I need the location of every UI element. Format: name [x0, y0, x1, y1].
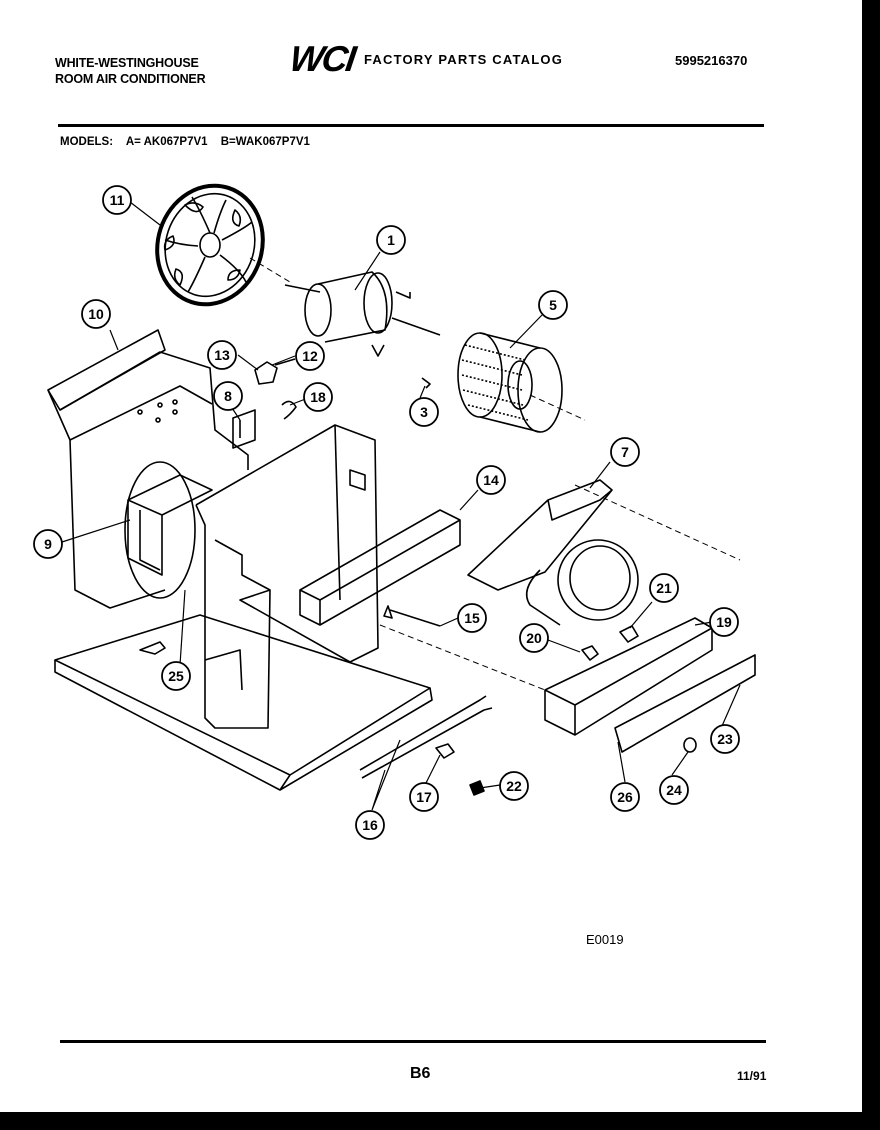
callout-8	[213, 381, 243, 411]
callout-label-20: 20	[526, 630, 542, 646]
callout-18	[303, 382, 333, 412]
callout-9	[33, 529, 63, 559]
callout-13	[207, 340, 237, 370]
callout-label-19: 19	[716, 614, 732, 630]
cabinet-shroud	[47, 329, 249, 609]
brand-block: WHITE-WESTINGHOUSE ROOM AIR CONDITIONER	[55, 55, 206, 87]
callout-label-7: 7	[621, 444, 629, 460]
callout-label-12: 12	[302, 348, 318, 364]
callout-label-25: 25	[168, 668, 184, 684]
center-bulkhead	[195, 424, 379, 729]
callout-22	[499, 771, 529, 801]
catalog-title: FACTORY PARTS CATALOG	[363, 51, 564, 67]
callout-10	[81, 299, 111, 329]
callout-label-8: 8	[224, 388, 232, 404]
models-line: MODELS: A= AK067P7V1 B=WAK067P7V1	[60, 136, 320, 148]
fan-motor	[284, 271, 441, 357]
callout-label-17: 17	[416, 789, 432, 805]
callout-label-18: 18	[310, 389, 326, 405]
print-date: 11/91	[737, 1069, 767, 1083]
callout-5	[538, 290, 568, 320]
page-border-bottom	[0, 1112, 880, 1130]
callout-23	[710, 724, 740, 754]
callout-16	[355, 810, 385, 840]
callout-label-13: 13	[214, 347, 230, 363]
callout-label-16: 16	[362, 817, 378, 833]
callout-label-14: 14	[483, 472, 499, 488]
brand-line-2: ROOM AIR CONDITIONER	[55, 72, 206, 86]
callout-label-24: 24	[666, 782, 682, 798]
fan-blade-wheel	[155, 183, 265, 307]
footer-rule	[60, 1040, 766, 1043]
callout-14	[476, 465, 506, 495]
base-pan	[54, 614, 433, 791]
page-number: B6	[410, 1065, 431, 1082]
callout-7	[610, 437, 640, 467]
callout-label-26: 26	[617, 789, 633, 805]
callout-label-15: 15	[464, 610, 480, 626]
callout-label-5: 5	[549, 297, 557, 313]
page-border-right	[862, 0, 880, 1130]
callout-label-11: 11	[110, 192, 125, 208]
callout-26	[610, 782, 640, 812]
callout-label-22: 22	[506, 778, 522, 794]
brand-line-1: WHITE-WESTINGHOUSE	[55, 56, 199, 70]
blower-wheel	[457, 332, 563, 433]
model-a: A= AK067P7V1	[125, 136, 208, 148]
callout-24	[659, 775, 689, 805]
callout-label-10: 10	[88, 306, 104, 322]
callout-19	[709, 607, 739, 637]
callout-25	[161, 661, 191, 691]
callout-11	[102, 185, 132, 215]
models-label: MODELS:	[60, 136, 114, 148]
callout-label-23: 23	[717, 731, 733, 747]
callout-15	[457, 603, 487, 633]
catalog-number: 5995216370	[675, 53, 748, 68]
callout-label-9: 9	[44, 536, 52, 552]
header-rule	[58, 124, 764, 127]
wci-logo: WCI FACTORY PARTS CATALOG	[287, 38, 564, 79]
model-b: B=WAK067P7V1	[220, 136, 310, 148]
callout-3	[409, 397, 439, 427]
callout-21	[649, 573, 679, 603]
blower-housing	[467, 479, 639, 626]
callout-label-1: 1	[387, 232, 395, 248]
callout-1	[376, 225, 406, 255]
callout-17	[409, 782, 439, 812]
callout-12	[295, 341, 325, 371]
callout-label-3: 3	[420, 404, 428, 420]
callout-label-21: 21	[656, 580, 672, 596]
reference-code: E0019	[586, 932, 624, 947]
callout-20	[519, 623, 549, 653]
